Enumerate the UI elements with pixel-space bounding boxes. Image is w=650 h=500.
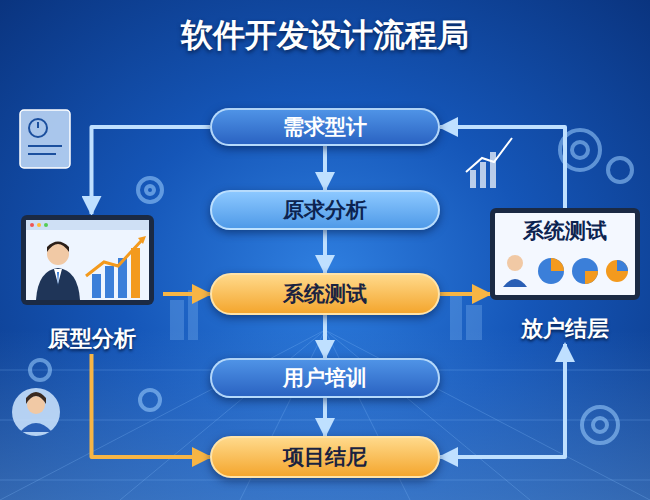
- process-label: 需求型计: [283, 113, 367, 141]
- flow-arrow: [163, 292, 210, 296]
- process-box: 原求分析: [210, 190, 440, 230]
- monitor-screen: 系统测试: [490, 208, 640, 300]
- flow-arrow: [323, 315, 327, 358]
- flow-arrow: [92, 127, 211, 214]
- process-label: 项目结尼: [283, 443, 367, 471]
- monitor-illustration: [20, 214, 155, 306]
- process-box: 用户培训: [210, 358, 440, 398]
- process-box: 系统测试: [210, 273, 440, 315]
- monitor-label: 原型分析: [20, 324, 163, 354]
- person-avatar: [12, 388, 60, 436]
- flow-arrow: [323, 230, 327, 273]
- flow-arrow: [323, 146, 327, 190]
- flow-arrow: [440, 292, 490, 296]
- process-box: 需求型计: [210, 108, 440, 146]
- process-label: 系统测试: [283, 280, 367, 308]
- flow-arrow: [440, 127, 565, 208]
- monitor-node: 系统测试放户结层: [490, 208, 640, 344]
- process-label: 用户培训: [283, 364, 367, 392]
- screen-title: 系统测试: [495, 213, 635, 245]
- growth-chart-icon: [466, 138, 512, 188]
- report-illustration: [499, 247, 631, 295]
- monitor-node: 原型分析: [20, 214, 163, 354]
- flow-arrow: [92, 354, 211, 457]
- process-label: 原求分析: [283, 196, 367, 224]
- process-box: 项目结尼: [210, 436, 440, 478]
- diagram-title: 软件开发设计流程局: [0, 14, 650, 58]
- monitor-label: 放户结层: [490, 314, 640, 344]
- flow-arrow: [440, 344, 565, 457]
- flow-arrow: [323, 398, 327, 436]
- document-icon: [20, 110, 70, 168]
